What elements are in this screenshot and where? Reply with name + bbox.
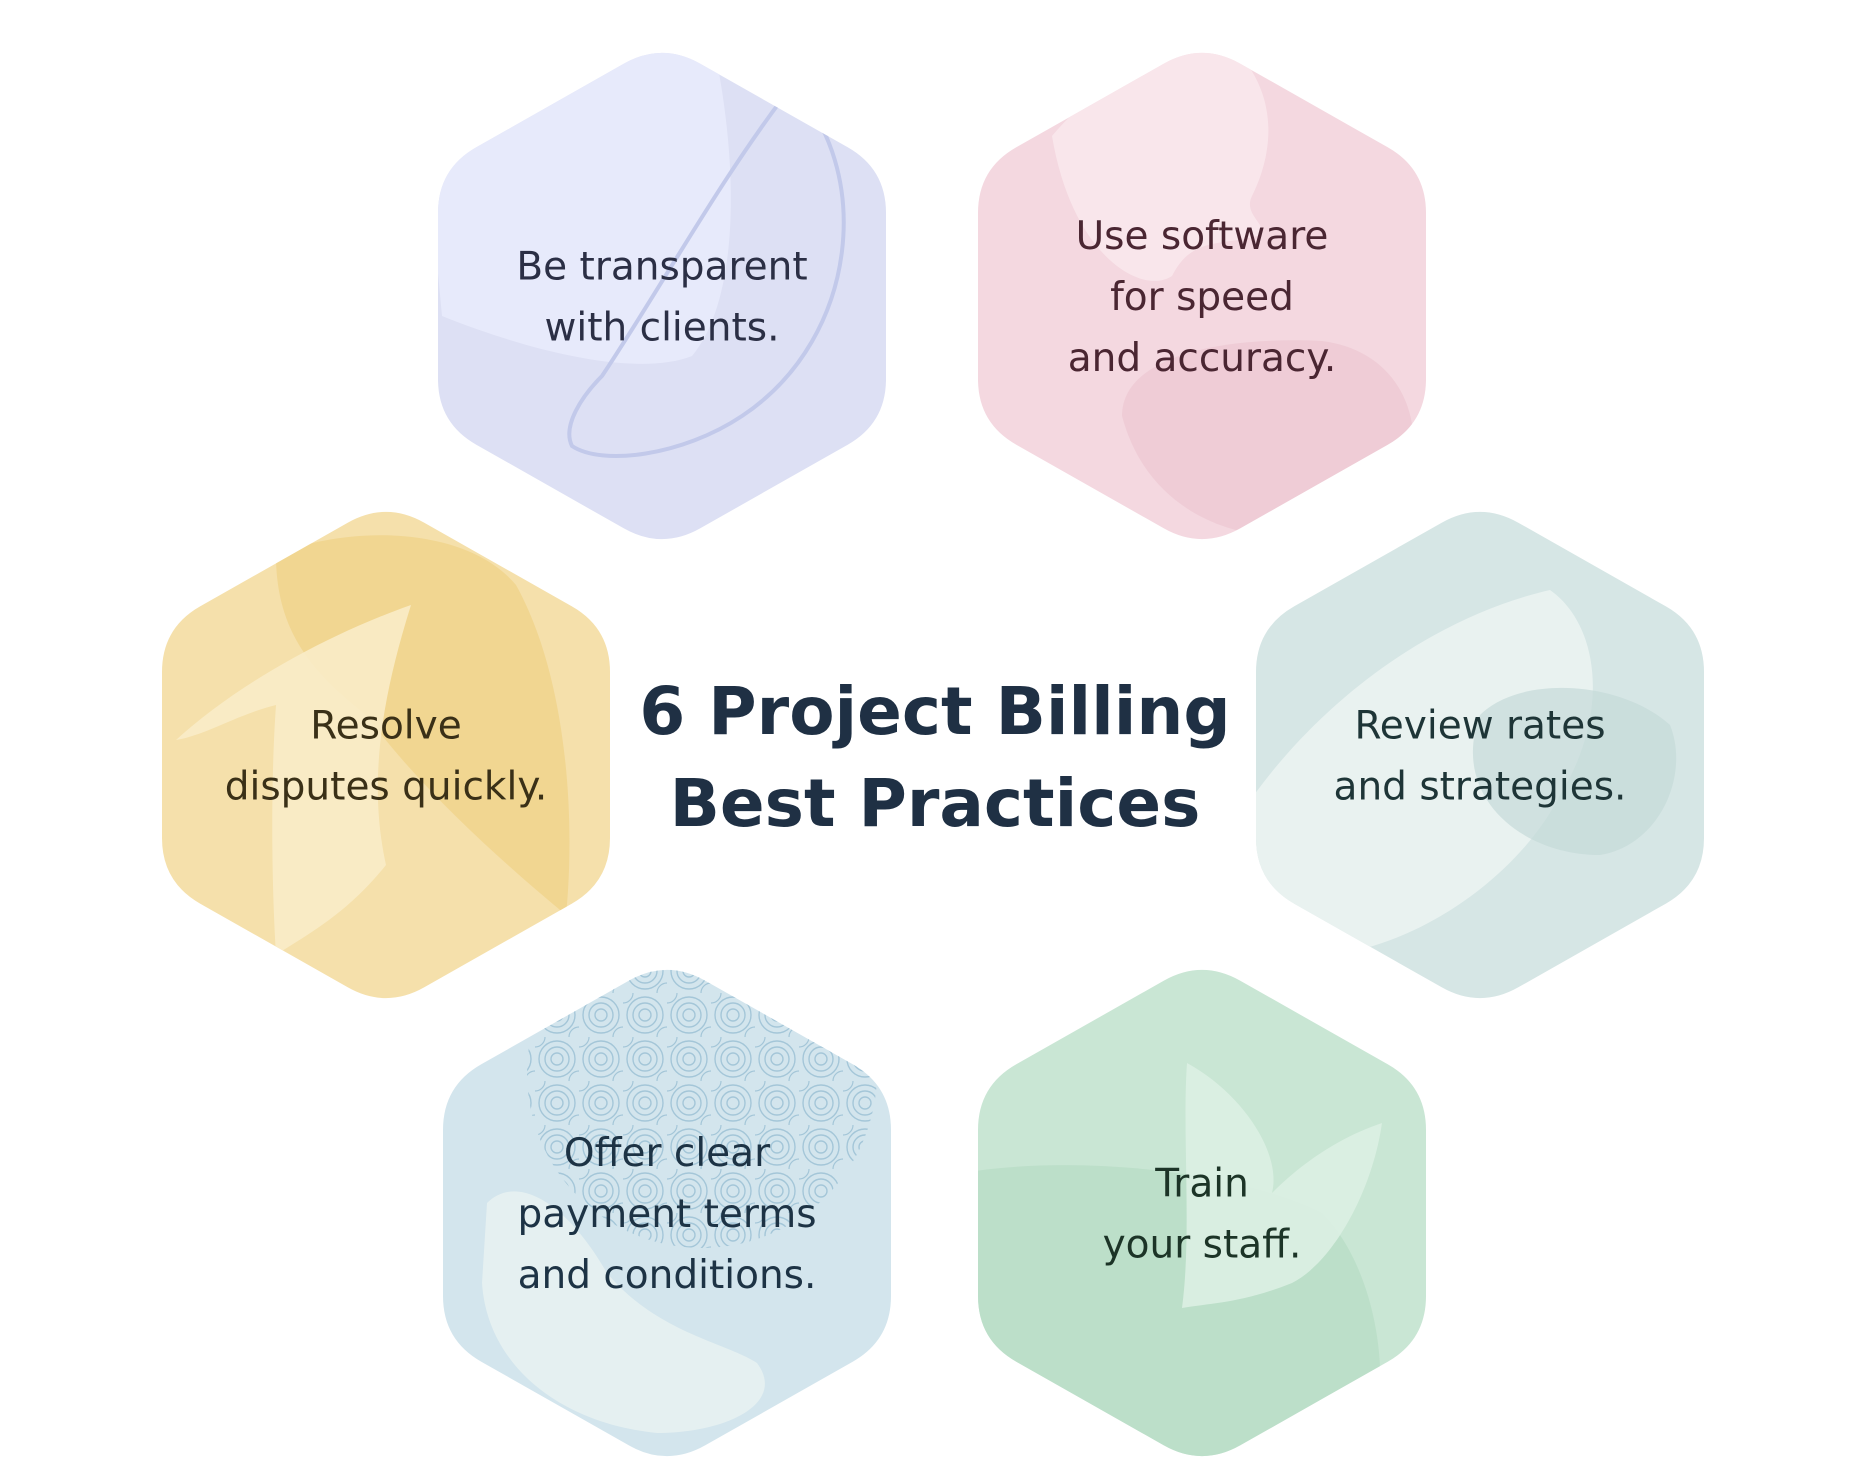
hex-transparent: Be transparent with clients. — [438, 52, 886, 540]
transparent-text-line: with clients. — [545, 306, 780, 351]
disputes-text-line: disputes quickly. — [225, 765, 547, 810]
staff-text-line: Train — [1154, 1162, 1249, 1207]
payment-text-line: payment terms — [517, 1192, 816, 1237]
software-text-line: Use software — [1076, 214, 1329, 259]
hex-software-text: Use software for speed and accuracy. — [1068, 214, 1337, 381]
software-text-line: and accuracy. — [1068, 336, 1337, 381]
hex-rates-text: Review rates and strategies. — [1334, 704, 1627, 810]
rates-text-line: Review rates — [1354, 704, 1605, 749]
rates-text-line: and strategies. — [1334, 765, 1627, 810]
diagram-title-line-2: Best Practices — [670, 765, 1201, 842]
disputes-text-line: Resolve — [310, 704, 461, 749]
hex-rates: Review rates and strategies. — [1256, 511, 1704, 999]
software-text-line: for speed — [1110, 275, 1294, 320]
transparent-text-line: Be transparent — [516, 245, 807, 290]
hex-payment: Offer clear payment terms and conditions. — [443, 969, 891, 1457]
diagram-title-line-1: 6 Project Billing — [639, 673, 1230, 750]
hex-staff: Train your staff. — [978, 969, 1426, 1457]
payment-text-line: Offer clear — [564, 1131, 771, 1176]
payment-text-line: and conditions. — [518, 1253, 817, 1298]
hex-transparent-text: Be transparent with clients. — [516, 245, 807, 351]
hex-payment-text: Offer clear payment terms and conditions. — [517, 1131, 816, 1298]
hex-software: Use software for speed and accuracy. — [978, 52, 1426, 540]
hex-disputes: Resolve disputes quickly. — [162, 511, 610, 999]
staff-text-line: your staff. — [1103, 1223, 1302, 1268]
hex-staff-text: Train your staff. — [1103, 1162, 1302, 1268]
hex-disputes-text: Resolve disputes quickly. — [225, 704, 547, 810]
